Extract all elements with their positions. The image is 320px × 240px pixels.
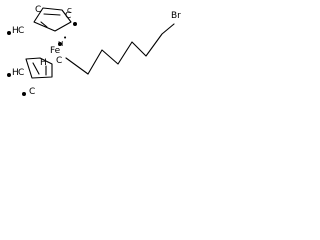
bromine-label: Br [171,11,181,21]
iron-h-label: H [58,40,63,48]
top-right-ring-carbon: C [65,11,71,21]
iron-label: Fe [50,46,61,56]
ferrocene-bromohexyl-structure: C C C H C Fe H • H C H C C Br [7,5,181,97]
iron-dot-label: • [63,34,67,42]
lower-ring-hydrogen: H [40,58,47,68]
top-ring-carbon-label: C [67,7,72,15]
lower-cp-ring [25,57,53,79]
upper-ring-bonds [33,7,72,32]
top-right-dot [73,22,77,26]
lower-ring-bonds [25,57,53,79]
upper-ring-double-bond [43,13,61,16]
chain-start-carbon: C [56,56,62,66]
lower-ring-double-bond [32,62,40,75]
hexyl-chain-bonds [65,23,175,75]
top-ring-hydrogen: H [12,26,19,36]
upper-cp-ring [33,7,72,32]
top-left-ring-carbon: C [35,5,41,15]
left-upper-dot [7,31,11,35]
bottom-ring-carbon: C [29,87,35,97]
left-ring-hydrogen: H [12,68,19,78]
mid-left-ring-carbon: C [18,26,24,36]
fe-dot-marker [58,42,62,46]
left-ring-carbon: C [18,68,24,78]
bottom-left-dot [22,92,26,96]
upper-ring-double-bond-2 [40,21,48,28]
left-lower-dot [7,73,11,77]
